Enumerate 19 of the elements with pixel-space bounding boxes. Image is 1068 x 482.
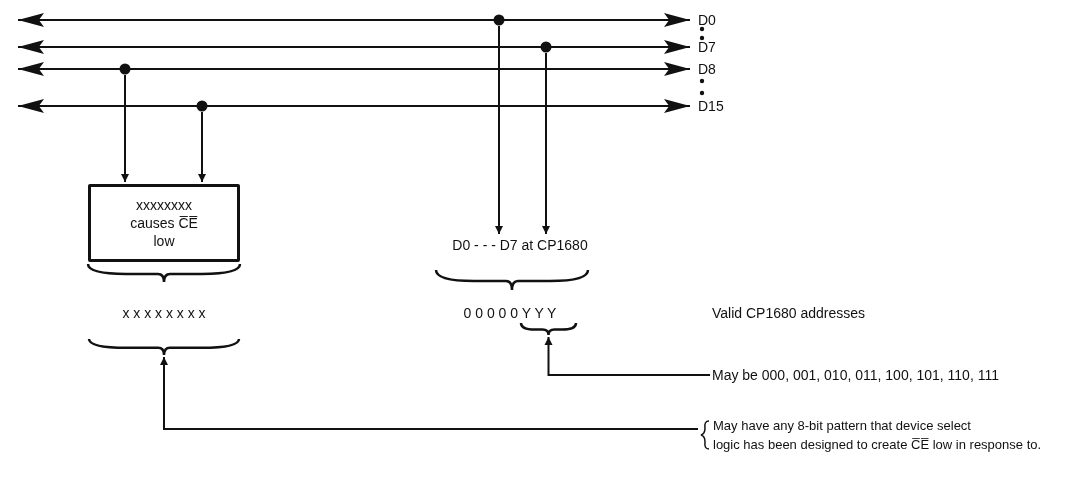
signal-label: D8 (698, 61, 716, 77)
signal-label: D7 (698, 39, 716, 55)
curly-brace (88, 338, 240, 356)
arrow (495, 25, 503, 235)
curly-brace (520, 322, 577, 336)
logic-box: xxxxxxxx causes C̅E̅ low (88, 184, 240, 262)
note-text: D0 - - - D7 at CP1680 (430, 236, 610, 254)
note-text: May be 000, 001, 010, 011, 100, 101, 110, 111 (712, 366, 1052, 384)
arrow (198, 111, 206, 183)
signal-label: D15 (698, 98, 724, 114)
arrow (542, 52, 550, 235)
address-bits: 0 0 0 0 0 Y Y Y (462, 304, 558, 322)
signal-label: D0 (698, 12, 716, 28)
leader-line (544, 336, 711, 376)
leader-line (160, 356, 699, 430)
note-text: Valid CP1680 addresses (712, 304, 867, 322)
address-bits: x x x x x x x x (121, 304, 207, 322)
note-text: May have any 8-bit pattern that device select logic has been designed to create C̅E̅ low in response to. (713, 417, 1043, 454)
arrow (121, 74, 129, 183)
